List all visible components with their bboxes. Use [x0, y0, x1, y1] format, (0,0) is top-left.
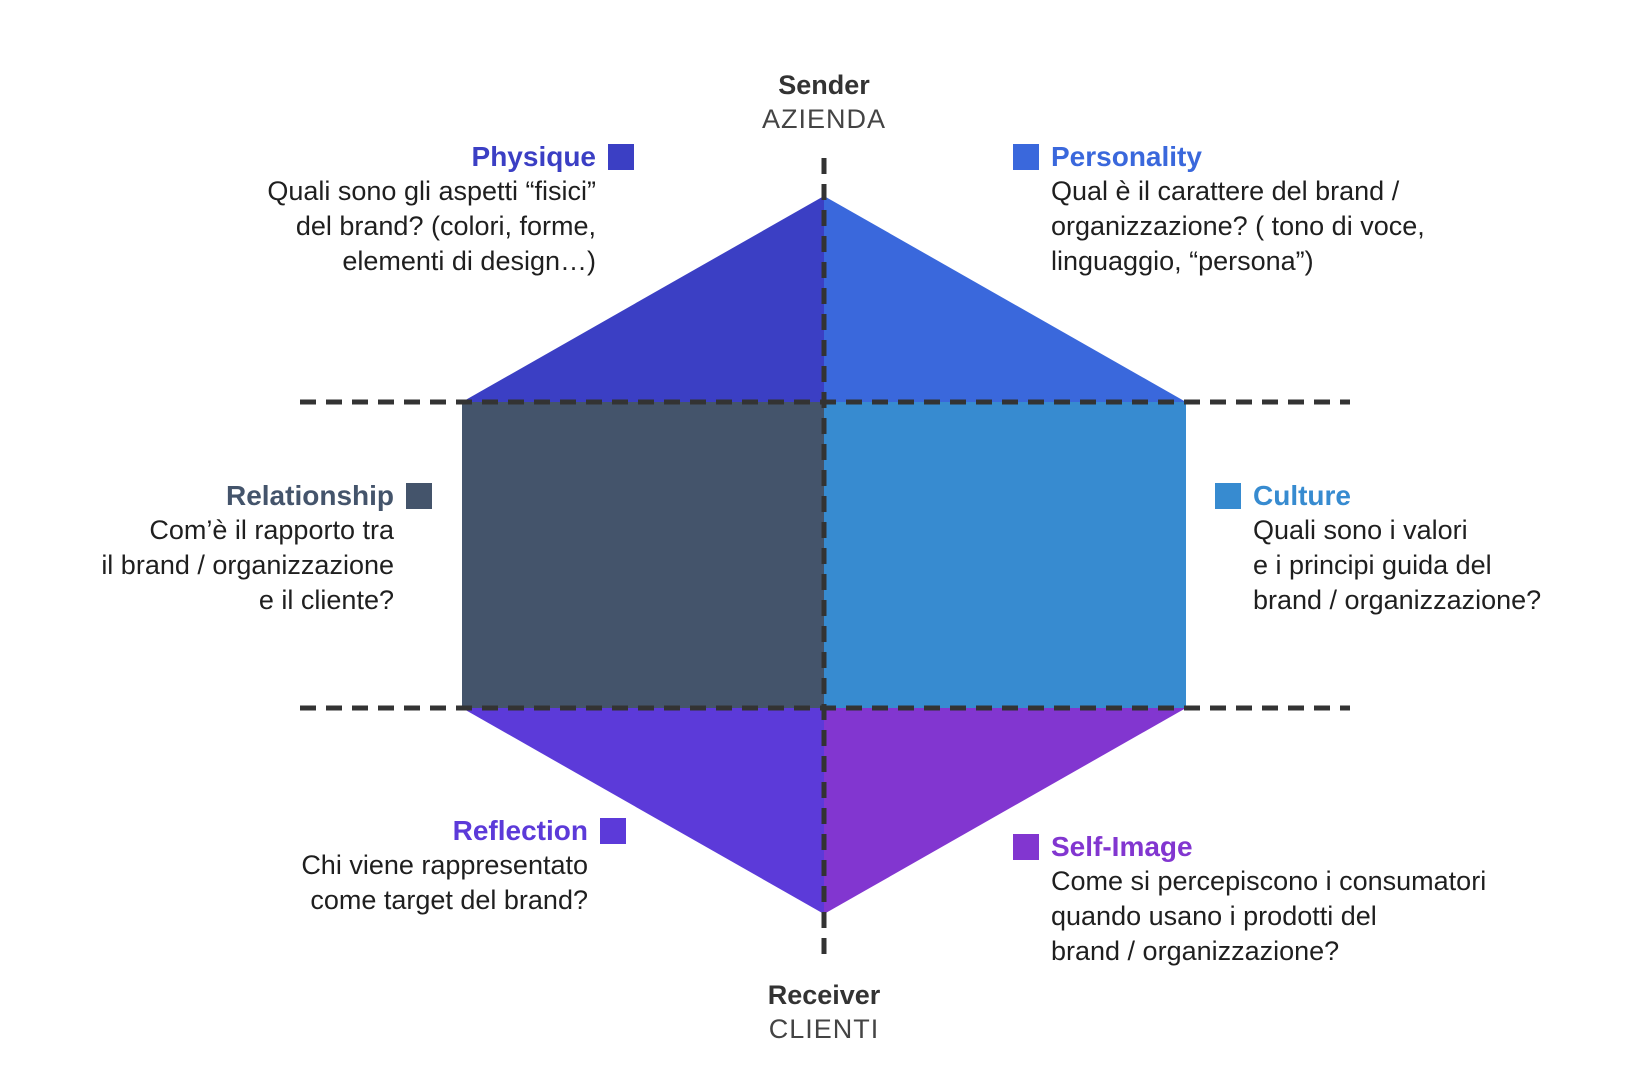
- facet-reflection: Reflection Chi viene rappresentato come …: [206, 814, 626, 918]
- facet-relationship: Relationship Com’è il rapporto tra il br…: [12, 479, 432, 618]
- sender-subtitle: AZIENDA: [761, 104, 887, 134]
- segment-physique: [462, 196, 824, 402]
- sender-title: Sender: [778, 70, 870, 100]
- facet-title-physique: Physique: [471, 141, 596, 172]
- relationship-swatch-icon: [406, 483, 432, 509]
- segment-relationship: [462, 402, 824, 708]
- sender-label: Sender AZIENDA: [674, 68, 974, 136]
- physique-swatch-icon: [608, 144, 634, 170]
- facet-description-physique: Quali sono gli aspetti “fisici” del bran…: [267, 176, 596, 276]
- self-image-swatch-icon: [1013, 834, 1039, 860]
- facet-title-reflection: Reflection: [452, 815, 588, 846]
- facet-description-culture: Quali sono i valori e i principi guida d…: [1253, 515, 1542, 615]
- facet-physique: Physique Quali sono gli aspetti “fisici”…: [114, 140, 634, 279]
- receiver-title: Receiver: [767, 980, 881, 1010]
- facet-self-image: Self-Image Come si percepiscono i consum…: [1013, 830, 1633, 969]
- reflection-swatch-icon: [600, 818, 626, 844]
- segment-culture: [824, 402, 1186, 708]
- facet-title-personality: Personality: [1051, 141, 1202, 172]
- facet-description-personality: Qual è il carattere del brand / organizz…: [1051, 176, 1425, 276]
- facet-culture: Culture Quali sono i valori e i principi…: [1215, 479, 1635, 618]
- facet-description-self-image: Come si percepiscono i consumatori quand…: [1051, 866, 1487, 966]
- facet-title-culture: Culture: [1253, 480, 1351, 511]
- receiver-subtitle: CLIENTI: [768, 1014, 880, 1044]
- culture-swatch-icon: [1215, 483, 1241, 509]
- personality-swatch-icon: [1013, 144, 1039, 170]
- segment-reflection: [462, 708, 824, 914]
- segment-self-image: [824, 708, 1186, 914]
- facet-title-relationship: Relationship: [225, 480, 394, 511]
- receiver-label: Receiver CLIENTI: [674, 978, 974, 1046]
- facet-title-self-image: Self-Image: [1051, 831, 1193, 862]
- facet-description-relationship: Com’è il rapporto tra il brand / organiz…: [101, 515, 394, 615]
- segment-personality: [824, 196, 1186, 402]
- facet-description-reflection: Chi viene rappresentato come target del …: [301, 850, 588, 915]
- facet-personality: Personality Qual è il carattere del bran…: [1013, 140, 1573, 279]
